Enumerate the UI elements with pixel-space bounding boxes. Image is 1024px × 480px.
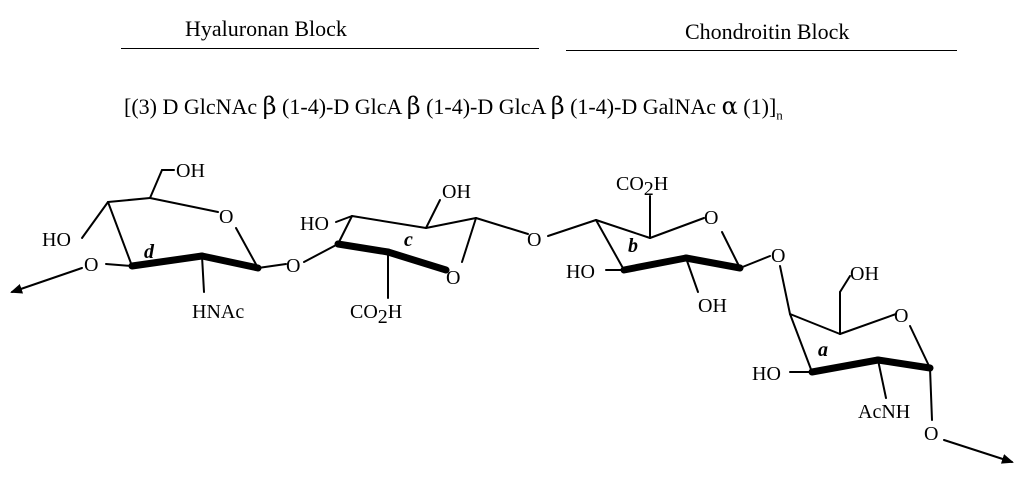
ring-label-b: b (628, 235, 638, 257)
ring-a-oh-top: OH (850, 263, 879, 285)
hyaluronan-block-label: Hyaluronan Block (185, 16, 347, 41)
ring-b-co2h: CO2H (616, 173, 668, 200)
link-dc-bond (303, 243, 339, 263)
ring-c-glca (334, 199, 529, 299)
ring-d-ho-left: HO (42, 229, 71, 251)
ring-a-o-bottom: O (924, 423, 938, 445)
chain-arrow-left (10, 267, 83, 294)
ring-b-ring-oxygen: O (704, 207, 718, 229)
link-dc-oxygen: O (286, 255, 300, 277)
ring-label-c: c (404, 229, 413, 251)
ring-c-oh: OH (442, 181, 471, 203)
formula-close: (1)] (737, 94, 777, 119)
formula-link-2: (1-4)-D GlcA (420, 94, 551, 119)
ring-b-glca (595, 195, 771, 293)
ring-label-d: d (144, 241, 155, 263)
ring-d-oh-top: OH (176, 160, 205, 182)
hyaluronan-block-rule (121, 48, 539, 49)
link-cb-bond (547, 219, 597, 237)
ring-a-galnac (789, 275, 934, 421)
ring-d-ring-oxygen: O (219, 206, 233, 228)
ring-c-co2h: CO2H (350, 301, 402, 328)
repeat-unit-formula: [(3) D GlcNAc β (1-4)-D GlcA β (1-4)-D G… (124, 92, 783, 129)
ring-a-ring-oxygen: O (894, 305, 908, 327)
formula-link-1: (1-4)-D GlcA (276, 94, 407, 119)
link-ba-bond (779, 265, 791, 315)
ring-a-acnh: AcNH (858, 401, 910, 423)
ring-c-ho: HO (300, 213, 329, 235)
formula-alpha: α (721, 92, 738, 120)
ring-label-a: a (818, 339, 828, 361)
formula-beta-3: β (550, 92, 565, 120)
formula-repeat-n: n (776, 107, 783, 123)
link-ba-oxygen: O (771, 245, 785, 267)
ring-d-o-left: O (84, 254, 98, 276)
ring-b-oh: OH (698, 295, 727, 317)
ring-d-nhac: HNAc (192, 301, 244, 323)
link-cb-oxygen: O (527, 229, 541, 251)
ring-c-ring-oxygen: O (446, 267, 460, 289)
chondroitin-block-rule (566, 50, 957, 51)
formula-beta-1: β (262, 92, 277, 120)
ring-a-ho: HO (752, 363, 781, 385)
formula-beta-2: β (406, 92, 421, 120)
ring-d-glcnac (81, 169, 287, 293)
ring-b-ho: HO (566, 261, 595, 283)
chain-arrow-right (943, 439, 1014, 464)
formula-link-3: (1-4)-D GalNAc (564, 94, 722, 119)
chondroitin-block-label: Chondroitin Block (685, 19, 850, 44)
formula-open: [(3) D GlcNAc (124, 94, 263, 119)
